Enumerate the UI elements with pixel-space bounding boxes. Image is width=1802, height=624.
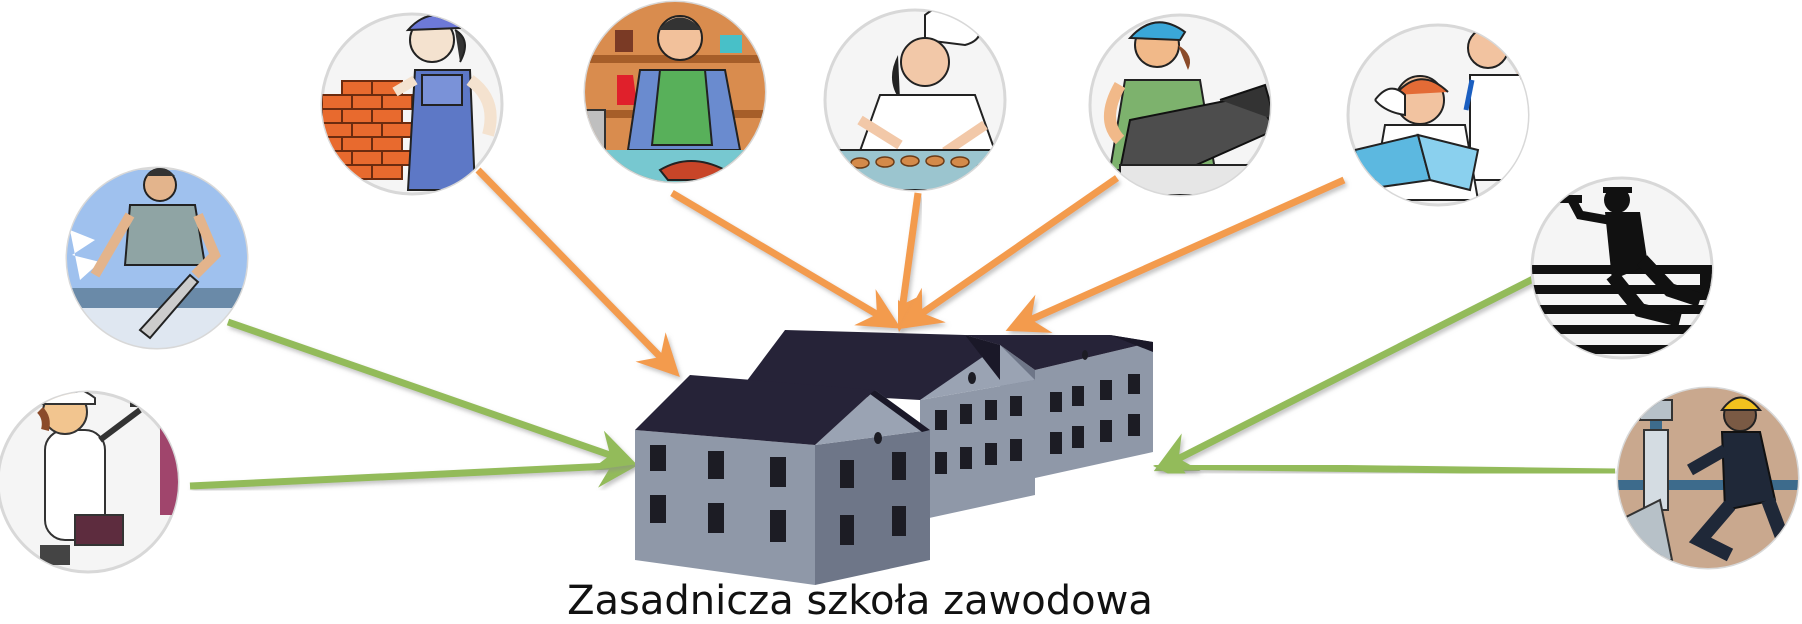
arrow-baker xyxy=(883,192,926,332)
baker-icon xyxy=(823,8,1007,192)
school-building-icon xyxy=(635,330,1153,585)
arrow-bricklayer xyxy=(475,167,680,378)
arrow-roofer xyxy=(1153,274,1537,472)
arrow-plumber xyxy=(1153,445,1616,488)
seamstress-icon xyxy=(1088,13,1272,197)
arrow-painter xyxy=(189,445,639,490)
school-caption: Zasadnicza szkoła zawodowa xyxy=(567,578,1153,624)
shoemaker-icon xyxy=(583,0,767,184)
bricklayer-icon xyxy=(320,12,504,196)
arrow-shoemaker xyxy=(670,189,902,329)
roofer-icon xyxy=(1530,176,1714,360)
arrow-hairdresser xyxy=(1005,176,1346,333)
painter-icon xyxy=(0,390,180,574)
arrow-carpenter xyxy=(226,318,637,471)
arrow-seamstress xyxy=(899,175,1119,329)
carpenter-icon xyxy=(65,166,249,350)
hairdresser-icon xyxy=(1346,23,1530,207)
plumber-icon xyxy=(1616,386,1800,570)
arrows xyxy=(189,167,1616,490)
